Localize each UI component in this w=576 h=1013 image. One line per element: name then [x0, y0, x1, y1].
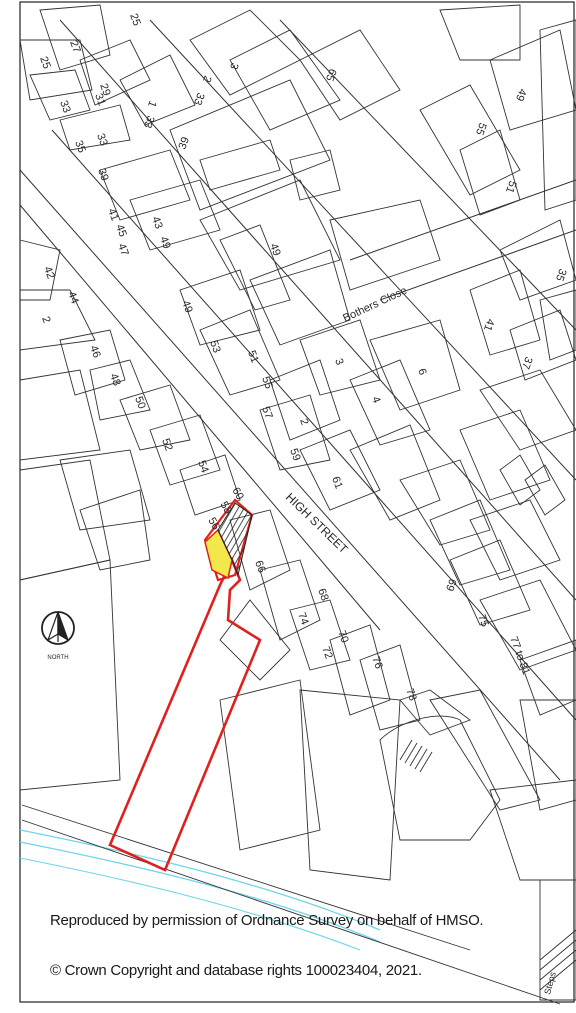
house-number-label: 57 [259, 405, 274, 421]
water-course [19, 804, 561, 1005]
house-number-label: 78 [403, 687, 418, 703]
house-number-label: 56 [205, 516, 222, 533]
house-number-label: 70 [335, 629, 350, 645]
building-plots-sw [19, 239, 576, 1001]
house-number-label: 68 [315, 587, 330, 603]
house-number-label: 2 [297, 417, 310, 427]
house-number-label: 43 [149, 215, 164, 231]
house-number-label: 60 [229, 486, 246, 503]
os-credit-line: Reproduced by permission of Ordnance Sur… [50, 912, 484, 929]
house-number-label: 41 [105, 207, 120, 223]
house-number-label: 31 [92, 92, 107, 108]
high-street-road [19, 19, 576, 781]
house-number-label: 25 [37, 55, 52, 71]
house-number-label: 66 [252, 559, 267, 575]
house-number-label: 39 [95, 167, 110, 183]
house-number-label: 52 [159, 437, 174, 453]
house-number-label: 3 [332, 357, 345, 367]
house-number-label: 42 [41, 265, 56, 281]
house-number-label: 1 [145, 99, 158, 109]
house-number-label: 72 [319, 645, 334, 661]
house-number-label: 58 [217, 500, 234, 517]
north-arrow-icon: NORTH [41, 611, 75, 661]
house-number-label: 45 [113, 223, 128, 239]
house-number-label: 3 [227, 61, 240, 71]
house-number-label: 33 [191, 91, 206, 107]
house-number-label: 51 [503, 179, 518, 195]
house-number-label: 33 [57, 99, 72, 115]
house-number-label: 61 [329, 475, 344, 491]
house-number-label: 76 [369, 655, 384, 671]
house-number-label: 25 [127, 12, 142, 28]
house-number-label: 59 [287, 447, 302, 463]
house-number-label: 35 [72, 139, 87, 155]
house-number-label: 44 [65, 290, 80, 306]
house-number-label: 55 [259, 375, 274, 391]
copyright-line: © Crown Copyright and database rights 10… [50, 962, 422, 979]
house-number-label: 2 [200, 74, 213, 84]
house-number-label: 46 [87, 344, 102, 360]
house-number-label: 2 [39, 315, 52, 325]
house-number-label: 37 [519, 355, 534, 371]
house-number-label: 47 [115, 242, 130, 258]
house-number-label: 75 [475, 613, 490, 629]
house-number-label: 48 [107, 372, 122, 388]
house-number-label: 4 [369, 395, 382, 405]
north-label: NORTH [47, 655, 68, 661]
house-number-label: 69 [443, 577, 458, 593]
house-number-label: 54 [195, 459, 210, 475]
house-number-label: 51 [245, 349, 260, 365]
house-number-label: 55 [473, 121, 488, 137]
house-number-label: 49 [179, 299, 194, 315]
house-number-label: 74 [295, 611, 310, 627]
house-number-label: 49 [513, 87, 528, 103]
house-number-label: 53 [207, 339, 222, 355]
house-number-label: 35 [553, 267, 568, 283]
building-plots [19, 4, 576, 716]
steps-symbol [399, 739, 576, 991]
house-number-label: 33 [94, 132, 109, 148]
house-number-label: 49 [157, 235, 172, 251]
house-number-label: 65 [323, 67, 338, 83]
site-highlight [204, 502, 253, 580]
house-number-label: 29 [97, 82, 112, 98]
house-number-label: 41 [481, 317, 496, 333]
house-number-label: 39 [177, 135, 192, 151]
house-number-label: 50 [132, 395, 147, 411]
house-number-label: 33 [141, 114, 156, 130]
house-number-label: 49 [267, 242, 282, 258]
house-number-label: 6 [415, 367, 428, 377]
house-number-label: 27 [67, 39, 82, 55]
